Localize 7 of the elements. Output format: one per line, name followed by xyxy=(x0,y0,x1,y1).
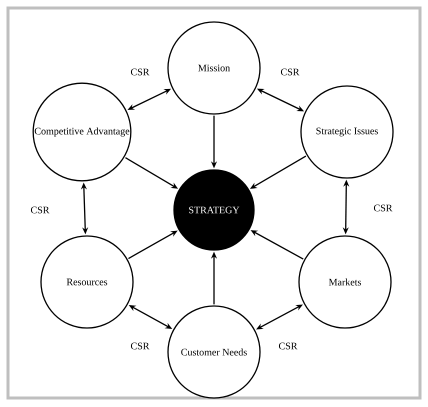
edge-label: CSR xyxy=(372,204,394,212)
edge-label: CSR xyxy=(280,68,300,76)
node-label: Customer Needs xyxy=(181,348,247,356)
edge-label: CSR xyxy=(130,342,150,350)
edge-label: CSR xyxy=(130,68,150,76)
edge-label: CSR xyxy=(30,206,50,214)
edge-label: CSR xyxy=(278,342,298,350)
